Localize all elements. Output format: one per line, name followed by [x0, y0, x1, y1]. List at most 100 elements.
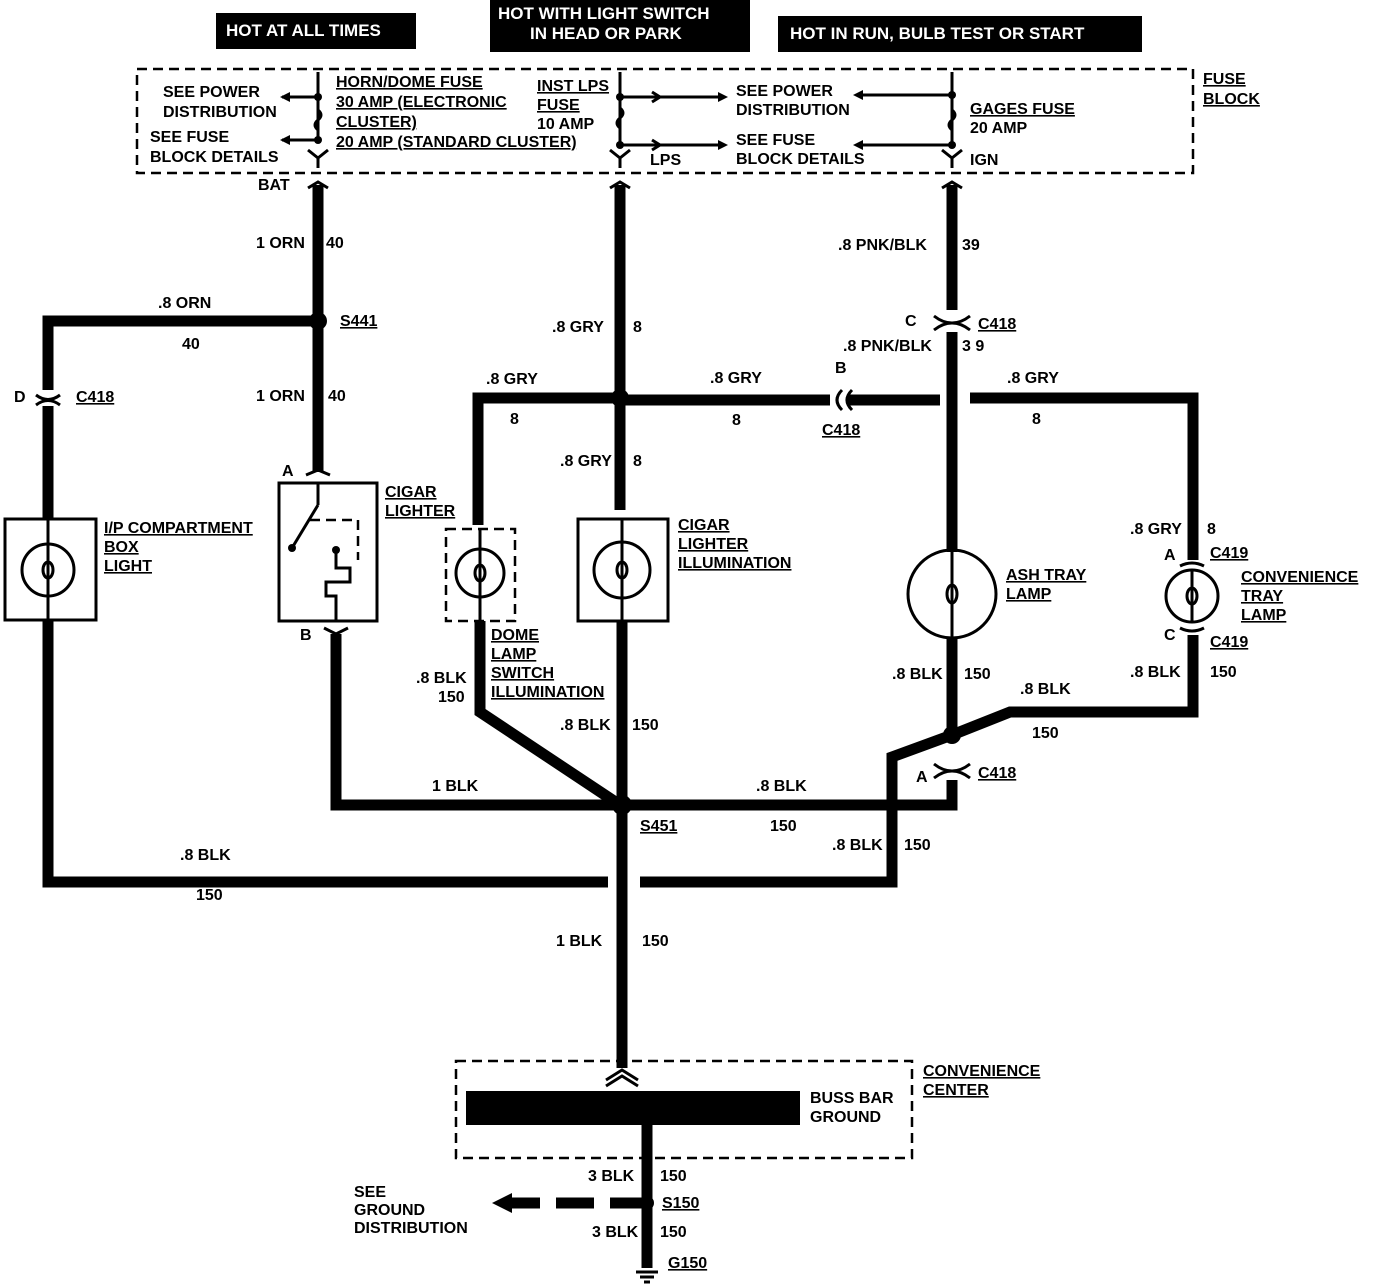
- ip-box-label-2: BOX: [104, 539, 139, 556]
- wire-label-gry-a: .8 GRY: [552, 319, 604, 336]
- see-power-mid-1: SEE POWER: [736, 83, 833, 100]
- header-hot-light-switch: [490, 0, 750, 52]
- wire-orn-40-left: [42, 315, 318, 390]
- header-hot-at-all-times-text: HOT AT ALL TIMES: [226, 21, 381, 40]
- arrow-see-ground: [492, 1193, 512, 1213]
- wire-num-8-f: 8: [1207, 521, 1216, 538]
- c418-b-pin: B: [835, 360, 847, 377]
- see-power-mid-2: DISTRIBUTION: [736, 102, 850, 119]
- c419-c-pin: C: [1164, 627, 1176, 644]
- dome-label-3: SWITCH: [491, 665, 554, 682]
- lps-label: LPS: [650, 152, 681, 169]
- wire-num-8-c: 8: [732, 412, 741, 429]
- s150-label: S150: [662, 1195, 699, 1212]
- see-fuse-left-2: BLOCK DETAILS: [150, 149, 279, 166]
- arrow-see-power-mid: [718, 92, 728, 102]
- wire-label-blk-right: .8 BLK: [832, 837, 883, 854]
- wire-num-150-conv: 150: [1210, 664, 1237, 681]
- wire-label-pnk-a: .8 PNK/BLK: [838, 237, 927, 254]
- bat-label: BAT: [258, 177, 290, 194]
- g150-label: G150: [668, 1255, 707, 1272]
- wire-num-150-conv2: 150: [1032, 725, 1059, 742]
- bat-connector-symbol: [307, 148, 329, 168]
- conv-tray-label-2: TRAY: [1241, 588, 1283, 605]
- dome-label-4: ILLUMINATION: [491, 684, 604, 701]
- horn-fuse-line4: 20 AMP (STANDARD CLUSTER): [336, 134, 577, 151]
- c418-d-pin: D: [14, 389, 26, 406]
- conv-tray-label-3: LAMP: [1241, 607, 1287, 624]
- wire-num-150-left: 150: [196, 887, 223, 904]
- fuse-block-label-2: BLOCK: [1203, 91, 1260, 108]
- wire-label-blk-conv: .8 BLK: [1130, 664, 1181, 681]
- convenience-center-outline: [454, 1059, 914, 1160]
- c418-b-connector: [835, 388, 844, 412]
- conv-center-label-1: CONVENIENCE: [923, 1063, 1041, 1080]
- cigar-illum-label-3: ILLUMINATION: [678, 555, 791, 572]
- conv-center-label-2: CENTER: [923, 1082, 989, 1099]
- c418-d-label: C418: [76, 389, 114, 406]
- wire-blk-conv: [949, 635, 1199, 741]
- dome-label-2: LAMP: [491, 646, 537, 663]
- see-ground-3: DISTRIBUTION: [354, 1220, 468, 1237]
- wire-label-blk-cig: .8 BLK: [560, 717, 611, 734]
- arrow-see-fuse-left: [280, 135, 290, 145]
- wire-num-150-right: 150: [904, 837, 931, 854]
- inst-fuse-line2: FUSE: [537, 97, 580, 114]
- wire-gry-8-dome: [472, 392, 620, 525]
- header-hot-at-all-times: [216, 13, 416, 49]
- ip-box-label-1: I/P COMPARTMENT: [104, 520, 253, 537]
- fuse-block-label-1: FUSE: [1203, 71, 1246, 88]
- cigar-label-1: CIGAR: [385, 484, 437, 501]
- horn-fuse-symbol: [313, 108, 323, 132]
- wire-blk-right-down: [640, 729, 954, 888]
- dome-label-1: DOME: [491, 627, 539, 644]
- c419-a-label: C419: [1210, 545, 1248, 562]
- wire-num-8-a: 8: [633, 319, 642, 336]
- cigar-pin-a: A: [282, 463, 294, 480]
- gages-fuse-symbol: [947, 108, 957, 132]
- see-fuse-mid-1: SEE FUSE: [736, 132, 815, 149]
- wire-label-1orn: 1 ORN: [256, 235, 305, 252]
- arrow-gages-power: [853, 90, 863, 100]
- splice-s150: [640, 1196, 654, 1210]
- wire-label-gry-c: .8 GRY: [710, 370, 762, 387]
- inst-fuse-symbol: [615, 106, 625, 130]
- c418-c-pin: C: [905, 313, 917, 330]
- header-hot-light-line2: IN HEAD OR PARK: [530, 24, 682, 43]
- wire-label-pnk-b: .8 PNK/BLK: [843, 338, 932, 355]
- gages-fuse-line1: GAGES FUSE: [970, 101, 1075, 118]
- wire-label-gry-f: .8 GRY: [1130, 521, 1182, 538]
- c418-a-label: C418: [978, 765, 1016, 782]
- wire-num-150-3b: 150: [660, 1224, 687, 1241]
- wire-num-39-b: 3 9: [962, 338, 984, 355]
- buss-bar-ground: [466, 1091, 800, 1125]
- c418-c-label: C418: [978, 316, 1016, 333]
- header-hot-in-run-text: HOT IN RUN, BULB TEST OR START: [790, 24, 1085, 43]
- arrow-see-fuse-mid: [718, 140, 728, 150]
- wire-num-39-a: 39: [962, 237, 980, 254]
- wire-gry-8-conv: [970, 392, 1199, 560]
- horn-fuse-line3: CLUSTER): [336, 114, 417, 131]
- cigar-lighter: [277, 481, 379, 623]
- arrow-gages-fuse: [853, 140, 863, 150]
- wire-label-blk-dome: .8 BLK: [416, 670, 467, 687]
- wire-label-3blk-b: 3 BLK: [592, 1224, 639, 1241]
- wire-label-1blk: 1 BLK: [432, 778, 479, 795]
- wire-num-40-b: 40: [182, 336, 200, 353]
- c418-d-connector: [35, 393, 61, 401]
- horn-fuse-line1: HORN/DOME FUSE: [336, 74, 483, 91]
- see-power-left-1: SEE POWER: [163, 84, 260, 101]
- wire-label-8orn: .8 ORN: [158, 295, 211, 312]
- see-power-left-2: DISTRIBUTION: [163, 104, 277, 121]
- c418-b-label: C418: [822, 422, 860, 439]
- cigar-lighter-switch-icon: [290, 504, 320, 549]
- ash-label-2: LAMP: [1006, 586, 1052, 603]
- c419-c-label: C419: [1210, 634, 1248, 651]
- header-hot-light-line1: HOT WITH LIGHT SWITCH: [498, 4, 710, 23]
- see-ground-2: GROUND: [354, 1202, 425, 1219]
- buss-label-2: GROUND: [810, 1109, 881, 1126]
- cigar-illum-label-1: CIGAR: [678, 517, 730, 534]
- s451-label: S451: [640, 818, 677, 835]
- ip-compartment-box-light: [3, 517, 98, 622]
- see-fuse-left-1: SEE FUSE: [150, 129, 229, 146]
